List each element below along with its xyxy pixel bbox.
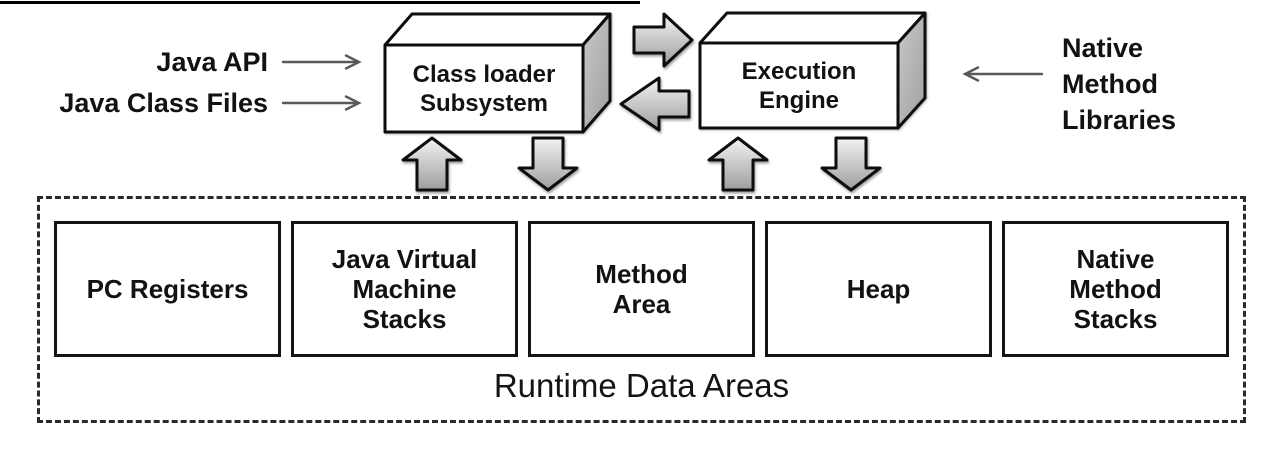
jvm-top-diagram [281,11,1044,192]
runtime-area-row: PC Registers Java Virtual Machine Stacks… [40,199,1243,357]
class-loader-box-top-face [383,12,612,47]
area-box-native-method-stacks: Native Method Stacks [1002,221,1229,357]
runtime-data-areas-container: PC Registers Java Virtual Machine Stacks… [37,196,1246,423]
block-arrow-right-icon [632,12,694,68]
top-border-line [0,1,640,4]
native-method-libraries-label: Native Method Libraries [1062,33,1177,135]
runtime-data-areas-caption: Runtime Data Areas [493,366,790,404]
execution-engine-block-arrow-up-icon [707,136,769,192]
class-loader-block-arrow-up-icon [401,136,463,192]
java-class-files-label: Java Class Files [59,88,268,118]
execution-engine-box-top-face [698,11,927,45]
java-class-files-arrow-right-icon [281,95,362,111]
area-box-pc-registers: PC Registers [54,221,281,357]
execution-engine-box-front-face [698,41,900,130]
area-box-heap: Heap [765,221,992,357]
class-loader-subsystem-title: Class loader Subsystem [412,60,556,117]
execution-engine-title: Execution Engine [741,57,857,114]
java-api-arrow-right-icon [281,54,362,70]
area-box-jvm-stacks: Java Virtual Machine Stacks [291,221,518,357]
block-arrow-left-icon [619,76,691,132]
area-box-method-area: Method Area [528,221,755,357]
class-loader-box [383,12,612,134]
native-libraries-arrow-left-icon [962,66,1044,82]
class-loader-box-front-face [383,43,585,134]
execution-engine-box [698,11,927,130]
java-api-label: Java API [156,47,268,77]
execution-engine-block-arrow-down-icon [820,136,882,192]
class-loader-block-arrow-down-icon [517,136,579,192]
